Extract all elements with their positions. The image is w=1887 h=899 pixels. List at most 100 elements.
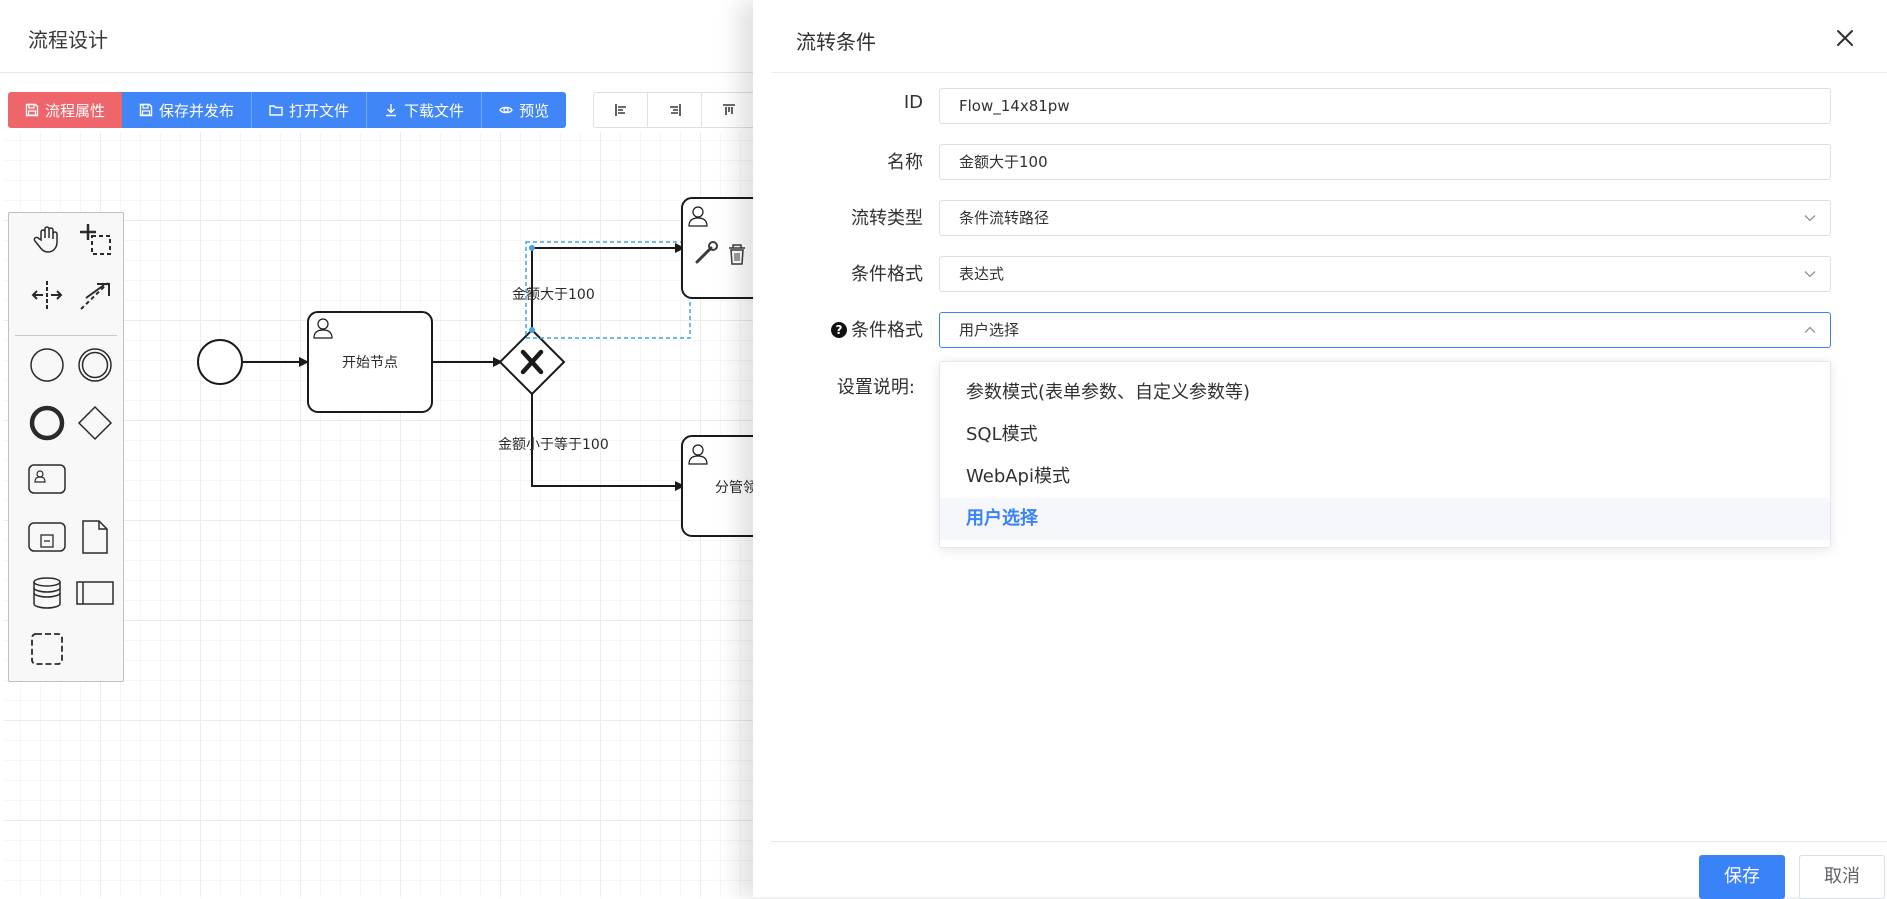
- name-label: 名称: [887, 152, 923, 173]
- subprocess-icon: [28, 522, 66, 552]
- lasso-tool-icon: [80, 224, 111, 255]
- start-event-icon: [30, 348, 64, 382]
- condition-format-label: 条件格式: [851, 264, 923, 285]
- trash-icon[interactable]: [729, 244, 745, 265]
- condition-format2-select[interactable]: 用户选择: [939, 312, 1831, 348]
- flow-bottom-label: 金额小于等于100: [498, 436, 609, 453]
- chevron-down-icon: [1804, 271, 1816, 278]
- lasso-tool[interactable]: [75, 219, 115, 259]
- pool-icon: [76, 581, 114, 605]
- condition-format2-label: 条件格式: [851, 320, 923, 341]
- align-left-button[interactable]: [594, 93, 648, 127]
- group-icon: [31, 633, 63, 665]
- flow-type-label: 流转类型: [851, 208, 923, 229]
- intermediate-event-icon: [78, 348, 112, 382]
- save-icon: [25, 103, 39, 117]
- chevron-up-icon: [1804, 326, 1816, 333]
- space-tool[interactable]: [27, 275, 67, 315]
- save-publish-label: 保存并发布: [159, 101, 235, 120]
- cancel-button[interactable]: 取消: [1799, 855, 1885, 899]
- title-divider: [0, 72, 760, 73]
- help-icon[interactable]: ?: [831, 322, 847, 338]
- condition-format-dropdown: 参数模式(表单参数、自定义参数等) SQL模式 WebApi模式 用户选择: [939, 361, 1831, 548]
- open-file-button[interactable]: 打开文件: [252, 92, 368, 128]
- option-user-selection[interactable]: 用户选择: [940, 498, 1830, 540]
- connect-tool-icon: [80, 282, 110, 310]
- create-end-event[interactable]: [27, 403, 67, 443]
- flow-type-select[interactable]: 条件流转路径: [939, 200, 1831, 236]
- main-toolbar: 流程属性 保存并发布 打开文件 下载文件 预览: [8, 92, 567, 128]
- condition-format-value: 表达式: [959, 265, 1005, 283]
- condition-format2-label-wrap: ?条件格式: [753, 316, 923, 342]
- process-properties-button[interactable]: 流程属性: [8, 92, 123, 128]
- condition-format-select[interactable]: 表达式: [939, 256, 1831, 292]
- create-pool[interactable]: [75, 573, 115, 613]
- create-group[interactable]: [27, 629, 67, 669]
- flow-type-value: 条件流转路径: [959, 209, 1050, 227]
- align-right-button[interactable]: [648, 93, 702, 127]
- create-user-task[interactable]: [27, 459, 67, 499]
- data-store-icon: [33, 577, 61, 609]
- connect-tool[interactable]: [75, 275, 115, 315]
- start-task[interactable]: 开始节点: [307, 311, 433, 413]
- designer-page: 流程设计 流程属性 保存并发布 打开文件 下载文件 预览: [0, 0, 760, 897]
- id-input[interactable]: Flow_14x81pw: [939, 88, 1831, 124]
- sequence-flow[interactable]: [531, 394, 685, 491]
- save-button[interactable]: 保存: [1699, 855, 1785, 899]
- setting-desc-label: 设置说明:: [836, 377, 915, 398]
- save-publish-button[interactable]: 保存并发布: [122, 92, 253, 128]
- bpmn-diagram: 开始节点 金额大于100 金额小于等于100: [197, 197, 760, 537]
- create-gateway[interactable]: [75, 403, 115, 443]
- option-parameter-mode[interactable]: 参数模式(表单参数、自定义参数等): [966, 382, 1251, 403]
- condition-format2-value: 用户选择: [959, 321, 1020, 339]
- gateway-icon: [77, 405, 113, 441]
- eye-icon: [499, 106, 513, 114]
- create-start-event[interactable]: [27, 345, 67, 385]
- user-task-icon: [28, 464, 66, 494]
- align-right-icon: [669, 104, 681, 116]
- folder-icon: [269, 105, 283, 116]
- hand-tool-icon: [33, 226, 58, 253]
- download-file-button[interactable]: 下载文件: [367, 92, 483, 128]
- wrench-icon[interactable]: [695, 241, 718, 264]
- option-sql-mode[interactable]: SQL模式: [966, 424, 1038, 445]
- download-file-label: 下载文件: [404, 101, 465, 120]
- flow-top-label: 金额大于100: [512, 287, 595, 303]
- close-icon: [1837, 30, 1853, 46]
- align-left-icon: [614, 104, 626, 116]
- drawer-mask[interactable]: [0, 0, 760, 897]
- user-icon: [688, 444, 708, 465]
- tool-palette: [8, 212, 124, 682]
- create-data-store[interactable]: [27, 573, 67, 613]
- drawer-divider: [771, 72, 1887, 73]
- preview-button[interactable]: 预览: [482, 92, 567, 128]
- process-properties-label: 流程属性: [45, 101, 106, 120]
- chevron-down-icon: [1804, 215, 1816, 222]
- start-task-label: 开始节点: [342, 355, 398, 371]
- bottom-task-label: 分管领导: [715, 480, 760, 496]
- align-top-button[interactable]: [702, 93, 756, 127]
- bpmn-canvas[interactable]: [4, 132, 760, 897]
- user-icon: [688, 206, 708, 227]
- create-data-object[interactable]: [75, 517, 115, 557]
- hand-tool[interactable]: [27, 219, 67, 259]
- option-webapi-mode[interactable]: WebApi模式: [966, 466, 1070, 487]
- name-input[interactable]: 金额大于100: [939, 144, 1831, 180]
- target-task-bottom[interactable]: 分管领导: [681, 435, 760, 537]
- flow-condition-drawer: 流转条件 ID Flow_14x81pw 名称 金额大于100 流转类型 条件流…: [753, 0, 1887, 899]
- create-subprocess[interactable]: [27, 517, 67, 557]
- target-task-top[interactable]: [681, 197, 760, 299]
- palette-separator: [15, 335, 117, 336]
- align-top-icon: [722, 104, 735, 115]
- align-toolbar: [593, 92, 757, 128]
- close-button[interactable]: [1833, 26, 1857, 50]
- preview-label: 预览: [519, 101, 550, 120]
- drawer-title: 流转条件: [796, 30, 876, 54]
- user-icon: [313, 318, 333, 339]
- space-tool-icon: [31, 281, 63, 309]
- page-title: 流程设计: [28, 28, 108, 52]
- save-icon: [139, 103, 153, 117]
- download-icon: [386, 104, 397, 117]
- id-label: ID: [903, 92, 923, 113]
- create-intermediate-event[interactable]: [75, 345, 115, 385]
